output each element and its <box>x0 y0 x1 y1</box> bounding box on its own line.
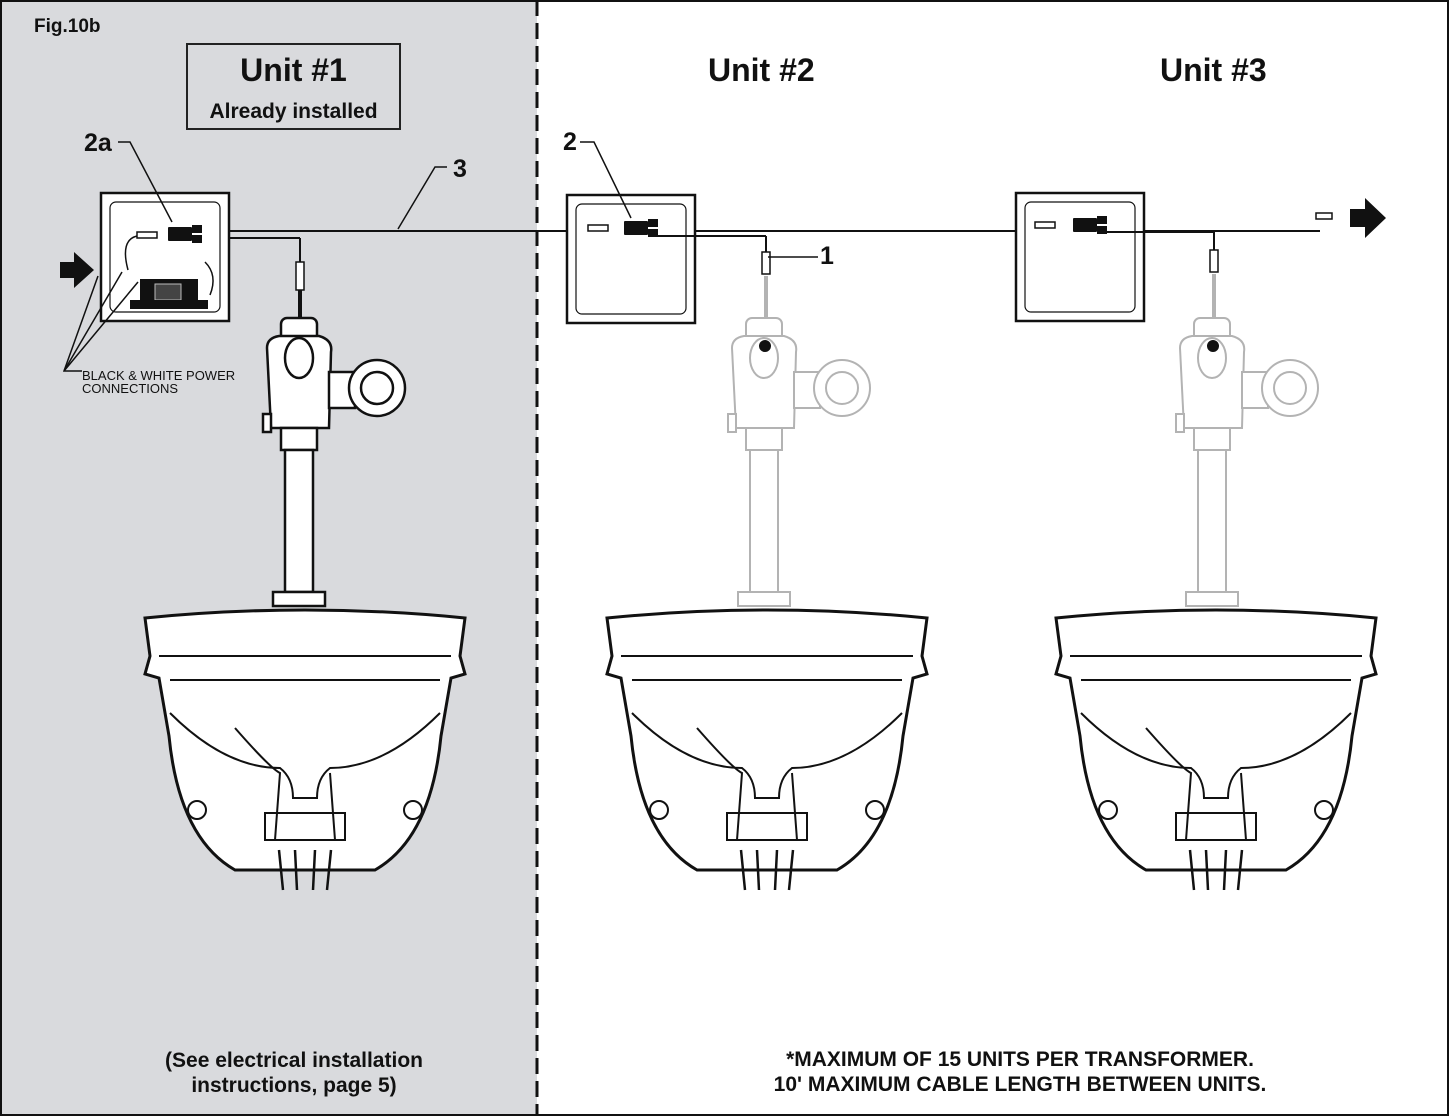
callout-1: 1 <box>820 242 834 270</box>
electrical-note: (See electrical installation instruction… <box>104 1048 484 1098</box>
transformer-note-line-2: 10' MAXIMUM CABLE LENGTH BETWEEN UNITS. <box>773 1073 1267 1096</box>
transformer-note: *MAXIMUM OF 15 UNITS PER TRANSFORMER. 10… <box>620 1047 1420 1097</box>
unit-1-sensor-cord <box>295 261 305 318</box>
callout-2: 2 <box>563 128 577 156</box>
unit-1-title: Unit #1 <box>240 52 347 88</box>
power-in-arrow-icon <box>60 252 94 288</box>
continue-arrow-icon <box>1350 198 1386 238</box>
unit-1-valve-box <box>99 191 231 323</box>
transformer-note-line-1: *MAXIMUM OF 15 UNITS PER TRANSFORMER. <box>786 1048 1254 1071</box>
unit-2-title: Unit #2 <box>708 52 815 88</box>
electrical-note-line-1: (See electrical installation <box>165 1049 423 1072</box>
callout-2a: 2a <box>84 129 112 157</box>
unit-3-title: Unit #3 <box>1160 52 1267 88</box>
unit-1-subtitle: Already installed <box>209 100 378 123</box>
installed-unit-background <box>0 0 537 1116</box>
unit-3-flushometer <box>1175 274 1319 607</box>
unit-2-valve-box <box>565 193 771 325</box>
unit-3-urinal <box>1054 608 1378 892</box>
electrical-note-line-2: instructions, page 5) <box>191 1074 397 1097</box>
callout-leaders <box>62 141 818 372</box>
figure-label: Fig.10b <box>34 16 101 37</box>
unit-2-flushometer <box>727 276 871 607</box>
power-connections-label: BLACK & WHITE POWER CONNECTIONS <box>82 368 236 396</box>
unit-3-valve-box <box>1014 191 1219 323</box>
unit-2-urinal <box>605 608 929 892</box>
callout-3: 3 <box>453 155 467 183</box>
unit-1-title-box <box>186 43 401 130</box>
